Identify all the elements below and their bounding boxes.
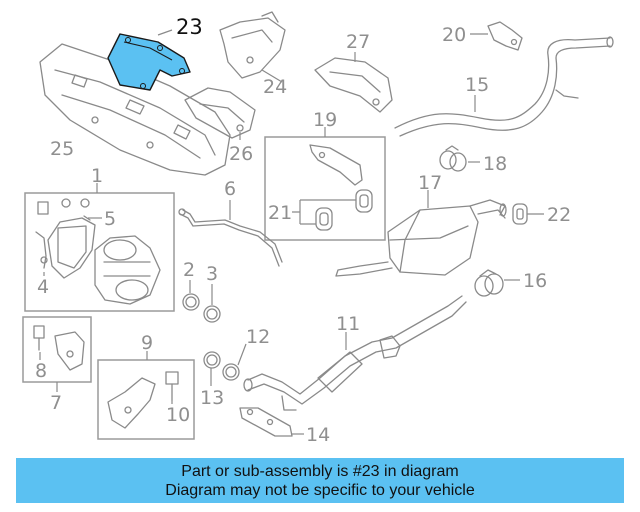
callout-5: 5 <box>104 208 116 230</box>
part-1-catalytic-converter[interactable] <box>47 217 161 305</box>
callout-1: 1 <box>91 165 103 187</box>
callout-7: 7 <box>50 392 62 414</box>
leader-12 <box>237 343 247 366</box>
leader-24 <box>261 69 283 83</box>
callout-20: 20 <box>442 24 466 46</box>
callout-3: 3 <box>206 263 218 285</box>
part-13-gasket[interactable] <box>203 351 221 369</box>
part-2-gasket[interactable] <box>182 293 200 311</box>
part-17-muffler[interactable] <box>335 199 507 277</box>
info-banner: Part or sub-assembly is #23 in diagram D… <box>16 458 624 503</box>
banner-line-1: Part or sub-assembly is #23 in diagram <box>181 462 459 480</box>
part-6-tube[interactable] <box>178 208 283 267</box>
part-11-front-pipe[interactable] <box>243 295 467 411</box>
callout-25: 25 <box>50 138 74 160</box>
part-5-fastener[interactable] <box>37 198 91 221</box>
callout-16: 16 <box>523 270 547 292</box>
callout-14: 14 <box>306 424 330 446</box>
part-21-hangers[interactable] <box>315 189 373 231</box>
exhaust-parts-diagram: 23 24 25 26 27 20 15 18 19 21 17 22 16 6… <box>22 11 614 446</box>
box-1 <box>24 192 175 312</box>
part-19-bracket[interactable] <box>309 144 363 186</box>
leader-23 <box>157 29 173 36</box>
part-7-bracket[interactable] <box>54 331 85 371</box>
callout-13: 13 <box>200 387 224 409</box>
part-16-clamp[interactable] <box>474 269 504 297</box>
callout-24: 24 <box>263 76 287 98</box>
part-15-pipe[interactable] <box>394 36 614 137</box>
part-24-bracket[interactable] <box>219 11 286 79</box>
callout-6: 6 <box>224 178 236 200</box>
part-14-bracket[interactable] <box>239 407 293 437</box>
callout-10: 10 <box>166 404 190 426</box>
callout-23: 23 <box>176 15 203 39</box>
leader-21 <box>292 199 356 225</box>
callout-17: 17 <box>418 172 442 194</box>
part-4-sensor[interactable] <box>35 231 48 269</box>
part-9-bracket[interactable] <box>107 377 156 429</box>
part-3-gasket[interactable] <box>203 305 221 323</box>
callout-19: 19 <box>313 109 337 131</box>
callout-9: 9 <box>141 332 153 354</box>
callout-27: 27 <box>346 31 370 53</box>
part-18-clamp[interactable] <box>439 145 467 172</box>
banner-line-2: Diagram may not be specific to your vehi… <box>165 481 475 499</box>
callout-15: 15 <box>465 74 489 96</box>
part-27-heat-shield[interactable] <box>314 57 393 113</box>
part-23-heat-shield[interactable] <box>107 33 191 91</box>
callout-22: 22 <box>547 204 571 226</box>
part-8-bolt[interactable] <box>33 325 45 351</box>
part-12-gasket[interactable] <box>222 363 240 381</box>
part-26-bracket[interactable] <box>184 87 256 139</box>
part-10-bolt[interactable] <box>165 371 179 401</box>
callout-11: 11 <box>336 313 360 335</box>
callout-12: 12 <box>246 326 270 348</box>
callout-26: 26 <box>229 143 253 165</box>
callout-21: 21 <box>268 202 292 224</box>
callout-8: 8 <box>35 360 47 382</box>
box-9 <box>97 359 195 440</box>
callout-4: 4 <box>37 276 49 298</box>
part-22-hanger[interactable] <box>512 203 528 225</box>
callout-2: 2 <box>183 259 195 281</box>
callout-18: 18 <box>483 153 507 175</box>
part-20-bracket[interactable] <box>487 21 523 51</box>
